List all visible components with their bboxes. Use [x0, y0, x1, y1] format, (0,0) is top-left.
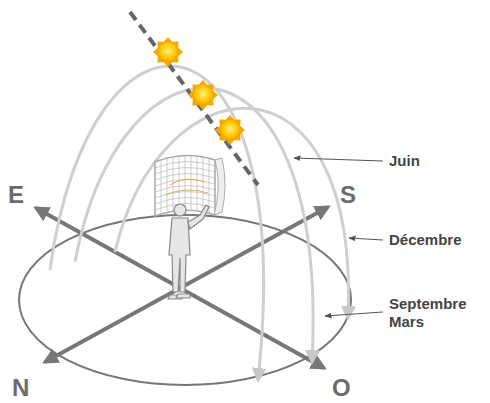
direction-label: O [332, 376, 351, 400]
month-label: Juin [389, 152, 420, 170]
east-west-axis [36, 208, 324, 368]
sun-symbol [153, 37, 183, 67]
direction-label: N [12, 376, 29, 400]
month-label: Décembre [389, 231, 462, 249]
observer-figure [168, 204, 209, 299]
month-label: Septembre Mars [389, 295, 479, 331]
sun-arc-equinox [75, 88, 313, 362]
sun-symbols [153, 37, 245, 145]
leader-line [325, 312, 383, 316]
leader-line [349, 238, 383, 240]
sun-arc-december [115, 108, 349, 318]
direction-label: E [8, 183, 24, 207]
sun-chart-panel [155, 155, 225, 216]
direction-label: S [340, 183, 356, 207]
leader-line [294, 158, 383, 161]
sun-arc-june [50, 66, 264, 380]
north-south-axis [45, 207, 328, 362]
sun-symbol [215, 115, 245, 145]
sun-symbol [188, 80, 218, 110]
horizon-ellipse [19, 215, 351, 385]
